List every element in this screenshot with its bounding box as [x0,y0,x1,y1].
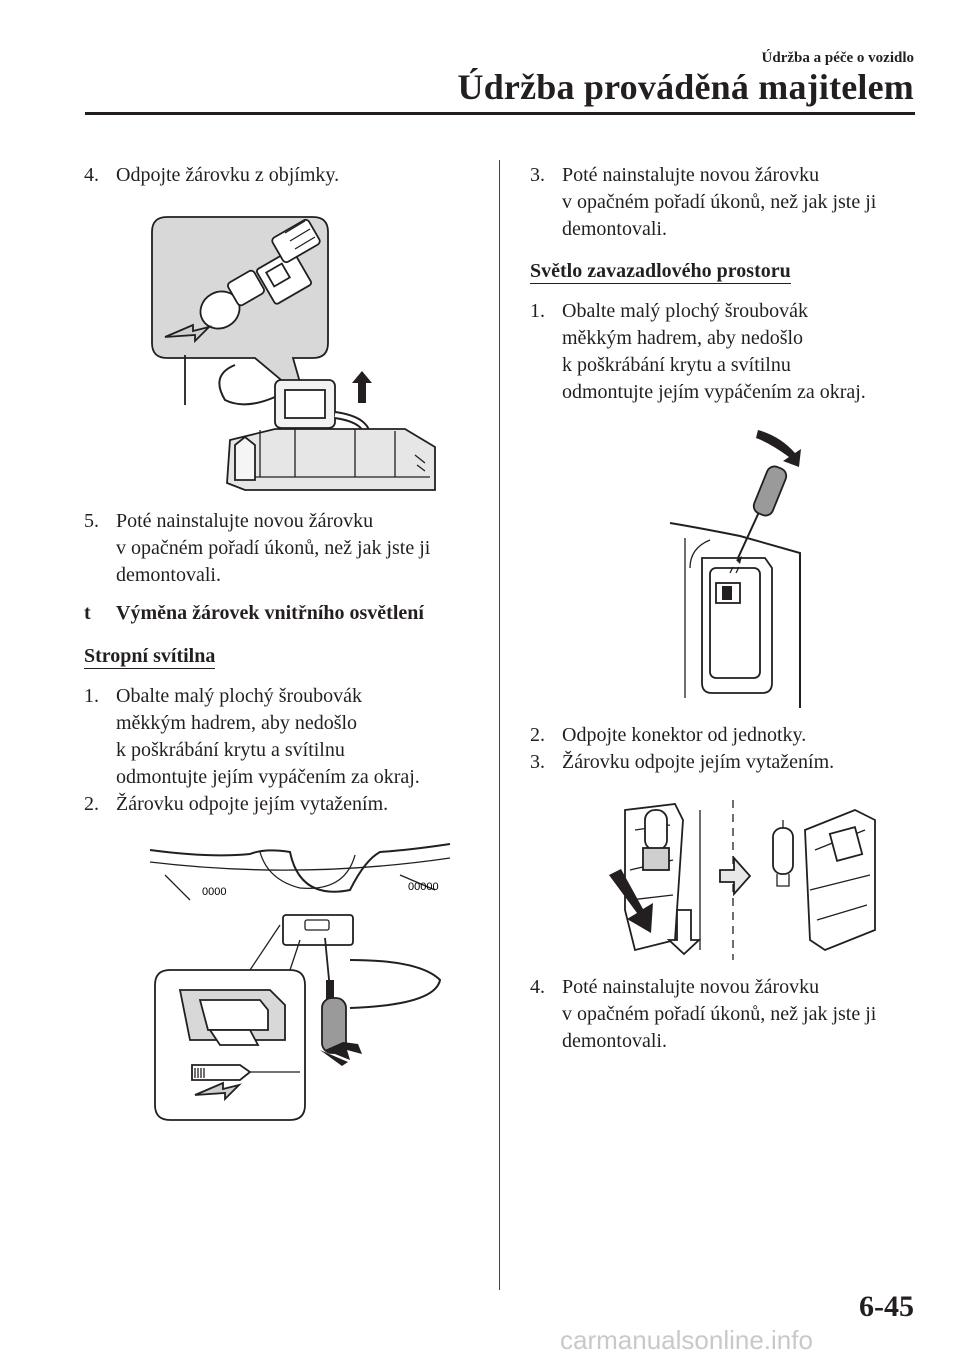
subheading-dome-light: Stropní svítilna [84,645,216,669]
step-1-left: 1.Obalte malý plochý šroubovák měkkým ha… [84,685,420,815]
subheading-luggage-light: Světlo zavazadlového prostoru [530,260,791,284]
rotation-arrow [756,430,801,467]
figure-bulb-socket [151,216,436,491]
screwdriver-handle [752,465,788,517]
column-divider [499,160,500,1290]
step-4-left: 4.Odpojte žárovku z objímky. [84,164,340,186]
step-5-left: 5.Poté nainstalujte novou žárovku v opač… [84,510,431,586]
figure-dome-light: 0000 00000 [149,843,451,1121]
section-marker: t [84,602,91,624]
vent-left-label: 0000 [202,886,226,898]
vent-right-label: 00000 [408,881,439,893]
step-3-right: 3.Poté nainstalujte novou žárovku v opač… [530,164,877,240]
section-label: Údržba a péče o vozidlo [761,50,914,66]
steps-2-3-right: 2.Odpojte konektor od jednotky. 3.Žárovk… [530,724,835,773]
figure-luggage-bulb [609,800,876,960]
step-4-right: 4.Poté nainstalujte novou žárovku v opač… [530,976,877,1052]
figure-luggage-light [669,430,801,708]
watermark: carmanualsonline.info [560,1325,813,1355]
down-arrow [666,909,702,956]
next-arrow [719,855,752,897]
header-rule [85,112,915,115]
step-1-right: 1.Obalte malý plochý šroubovák měkkým ha… [530,300,866,403]
pull-arrow [609,869,653,933]
page-number: 6-45 [859,1290,914,1323]
page-title: Údržba prováděná majitelem [457,67,914,107]
